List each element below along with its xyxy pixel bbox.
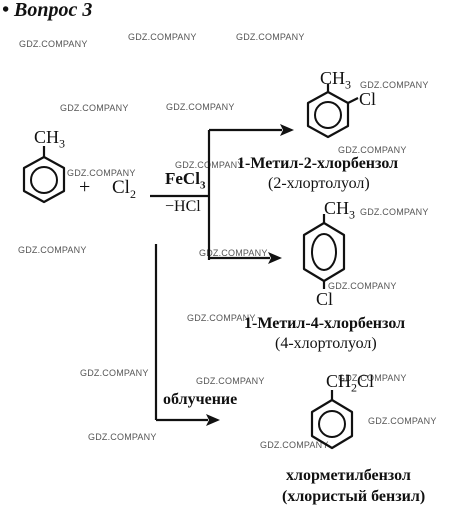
irradiation-label: облучение [163, 391, 238, 408]
watermark: GDZ.COMPANY [196, 376, 265, 386]
byproduct-label: −HCl [165, 198, 201, 215]
watermark: GDZ.COMPANY [187, 313, 256, 323]
watermark: GDZ.COMPANY [360, 207, 429, 217]
product2-ring [302, 214, 346, 289]
watermark: GDZ.COMPANY [328, 281, 397, 291]
watermark: GDZ.COMPANY [18, 245, 87, 255]
watermark: GDZ.COMPANY [80, 368, 149, 378]
watermark: GDZ.COMPANY [67, 168, 136, 178]
watermark: GDZ.COMPANY [338, 145, 407, 155]
product1-name: 1-Метил-2-хлорбензол [237, 155, 399, 172]
watermark: GDZ.COMPANY [60, 103, 129, 113]
product2-cl-label: Cl [316, 289, 334, 309]
product2-alt-name: (4-хлортолуол) [275, 335, 377, 352]
watermark: GDZ.COMPANY [199, 248, 268, 258]
catalyst-label: FeCl3 [165, 169, 206, 192]
product1-ring [306, 84, 359, 139]
product1-ch3-label: CH3 [320, 68, 352, 92]
arrowheads [206, 124, 294, 426]
product3-ring [310, 390, 354, 450]
toluene-ring [22, 146, 66, 204]
watermark: GDZ.COMPANY [360, 80, 429, 90]
watermark: GDZ.COMPANY [166, 102, 235, 112]
product3-ch2cl-label: CH2Cl [326, 371, 375, 395]
product1-alt-name: (2-хлортолуол) [268, 175, 370, 192]
product3-name: хлорметилбензол [286, 467, 411, 484]
watermark: GDZ.COMPANY [88, 432, 157, 442]
product1-cl-label: Cl [359, 89, 377, 109]
product3-alt-name: (хлористый бензил) [282, 488, 426, 505]
chlorine-reagent: Cl2 [112, 177, 136, 201]
plus-sign: + [79, 176, 91, 198]
watermark: GDZ.COMPANY [260, 440, 329, 450]
watermark: GDZ.COMPANY [19, 39, 88, 49]
toluene-ch3-label: CH3 [34, 127, 66, 151]
question-heading: • Вопрос 3 [2, 0, 93, 21]
watermark: GDZ.COMPANY [128, 32, 197, 42]
watermark: GDZ.COMPANY [368, 416, 437, 426]
product2-name: 1-Метил-4-хлорбензол [244, 315, 406, 332]
watermark: GDZ.COMPANY [236, 32, 305, 42]
watermark: GDZ.COMPANY [338, 373, 407, 383]
product2-ch3-label: CH3 [324, 198, 356, 222]
